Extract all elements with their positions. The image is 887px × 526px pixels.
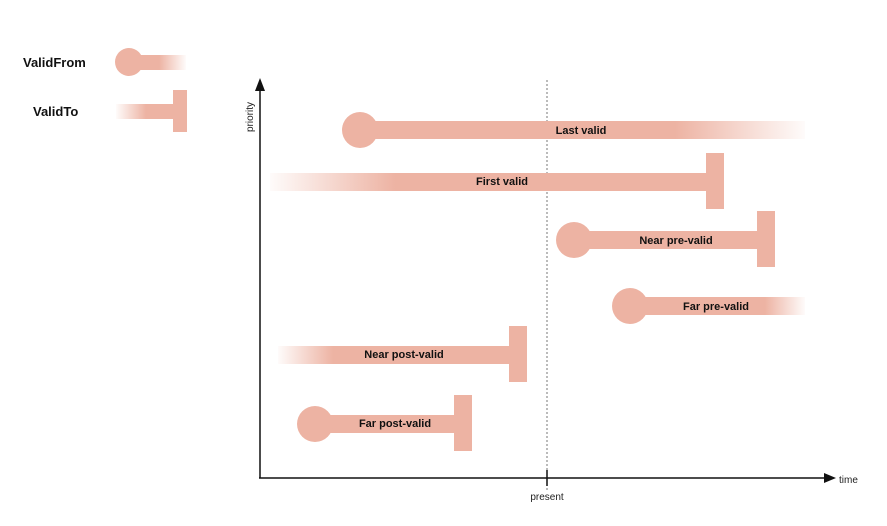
y-axis-arrow-icon [255,78,265,91]
bar-label-far-pre-valid: Far pre-valid [683,301,749,313]
legend-valid-from-symbol [115,48,186,76]
y-axis-label: priority [245,102,256,132]
bar-first-valid: First valid [270,153,724,209]
bar-label-last-valid: Last valid [556,125,607,137]
legend: ValidFrom ValidTo [23,48,187,132]
bar-label-first-valid: First valid [476,176,528,188]
axes: priority time present [245,78,858,503]
present-label: present [530,492,564,503]
x-axis-arrow-icon [824,473,836,483]
x-axis-label: time [839,475,858,486]
bar-far-post-valid: Far post-valid [297,395,472,451]
legend-valid-to-symbol [116,90,187,132]
bar-last-valid: Last valid [342,112,805,148]
bar-far-pre-valid: Far pre-valid [612,288,805,324]
legend-valid-to-label: ValidTo [33,104,78,119]
bar-near-post-valid: Near post-valid [278,326,527,382]
bar-label-far-post-valid: Far post-valid [359,418,431,430]
bars: Last valid First valid Near pre-valid Fa… [270,112,805,451]
bar-near-pre-valid: Near pre-valid [556,211,775,267]
bar-label-near-post-valid: Near post-valid [364,349,443,361]
legend-valid-from-label: ValidFrom [23,55,86,70]
bar-label-near-pre-valid: Near pre-valid [639,235,712,247]
